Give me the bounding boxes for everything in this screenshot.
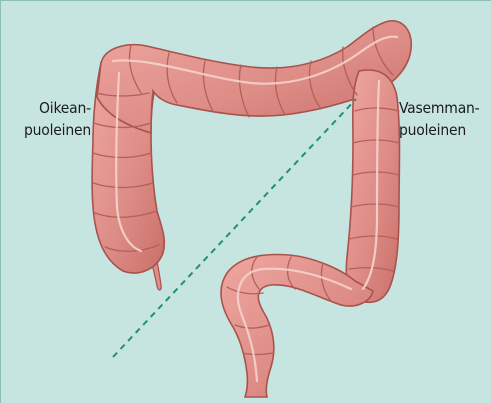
right-side-label-line2: puoleinen: [9, 119, 91, 141]
right-side-label-line1: Oikean-: [9, 97, 91, 119]
left-side-label-line1: Vasemman-: [399, 97, 480, 119]
left-side-label: Vasemman- puoleinen: [399, 97, 480, 141]
left-side-label-line2: puoleinen: [399, 119, 480, 141]
right-side-label: Oikean- puoleinen: [9, 97, 91, 141]
